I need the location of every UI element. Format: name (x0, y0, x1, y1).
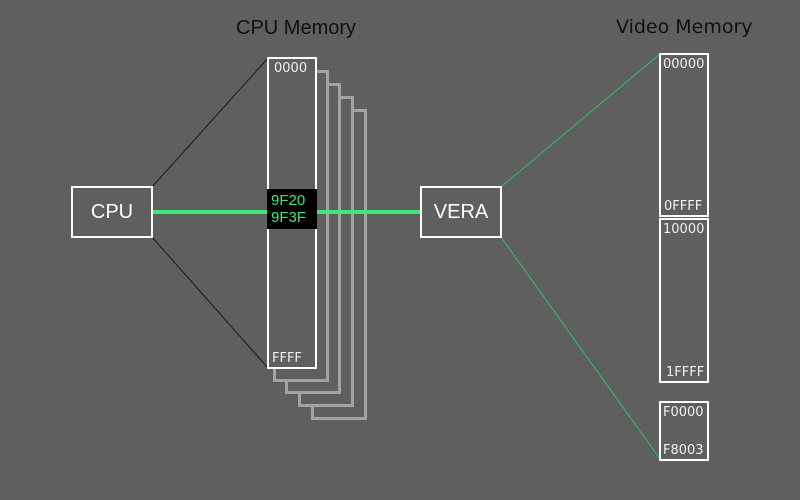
cpu-memory-end-address: FFFF (272, 351, 302, 366)
cpu-node: CPU (71, 186, 153, 238)
vram-region-1: 10000 1FFFF (659, 218, 709, 383)
vera-node: VERA (420, 186, 502, 238)
io-range-start: 9F20 (271, 192, 306, 209)
vram-region-2: F0000 F8003 (659, 401, 709, 461)
vera-label: VERA (433, 200, 489, 223)
vram-region-1-end: 1FFFF (666, 365, 705, 380)
cpu-to-memory-bottom-line (151, 236, 269, 369)
cpu-to-memory-top-line (151, 57, 269, 188)
io-range-end: 9F3F (271, 209, 307, 226)
vram-region-0-end: 0FFFF (664, 199, 703, 214)
video-memory-title: Video Memory (616, 16, 753, 38)
cpu-memory-title: CPU Memory (236, 17, 357, 39)
cpu-label: CPU (90, 200, 134, 223)
vera-to-vram-bottom-line (500, 236, 661, 460)
vram-region-0-start: 00000 (663, 57, 705, 72)
cpu-memory-start-address: 0000 (274, 61, 308, 76)
vram-region-2-start: F0000 (663, 405, 704, 420)
vram-region-2-end: F8003 (663, 443, 704, 458)
vram-region-1-start: 10000 (663, 222, 705, 237)
vera-io-register-range: 9F20 9F3F (267, 189, 317, 229)
vera-to-vram-top-line (500, 53, 661, 188)
vram-region-0: 00000 0FFFF (659, 53, 709, 217)
